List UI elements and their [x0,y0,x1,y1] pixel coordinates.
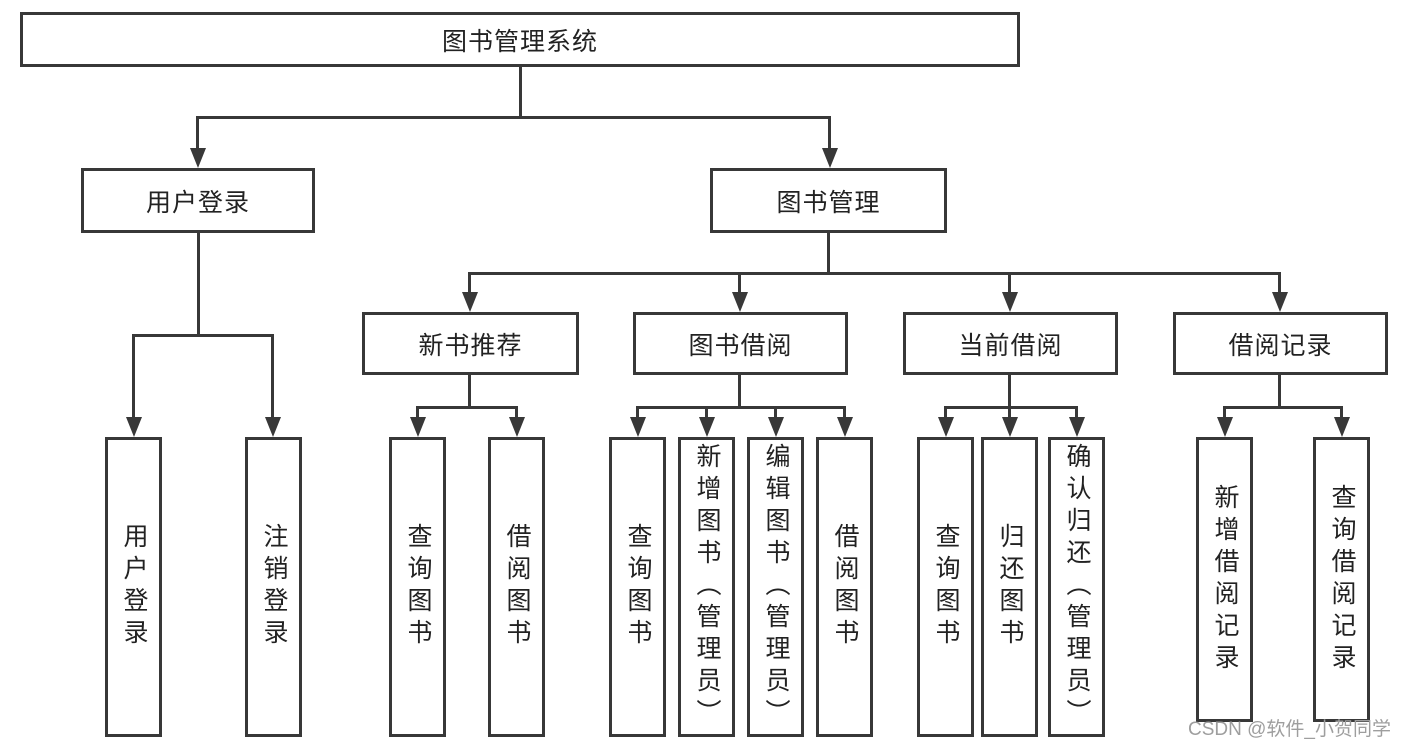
connector-new-book-rec-branch [416,406,518,409]
node-root-library-system: 图书管理系统 [20,12,1020,67]
node-book-borrow: 图书借阅 [633,312,848,375]
leaf-confirm-return-admin: 确认归还（管理员） [1048,437,1105,737]
arrow-to-leaf-add-record [1223,406,1226,417]
arrow-to-current-borrow [1008,272,1011,292]
leaf-logout-label: 注销登录 [260,523,288,651]
connector-user-login-stem [197,233,200,335]
leaf-borrow-books-1-label: 借阅图书 [503,523,531,651]
leaf-return-books-label: 归还图书 [996,523,1024,651]
arrow-to-user-login [196,116,199,148]
connector-new-book-rec-stem [468,375,471,407]
leaf-borrow-books-2: 借阅图书 [816,437,873,737]
node-user-login: 用户登录 [81,168,315,233]
leaf-edit-book-admin: 编辑图书（管理员） [747,437,804,737]
arrow-to-book-borrow [738,272,741,292]
leaf-query-books-2-label: 查询图书 [624,523,652,651]
connector-root-stem [519,67,522,117]
connector-root-branch [196,116,830,119]
connector-book-borrow-branch [636,406,846,409]
leaf-query-books-2: 查询图书 [609,437,666,737]
node-current-borrow: 当前借阅 [903,312,1118,375]
leaf-query-borrow-record-label: 查询借阅记录 [1328,483,1356,676]
arrow-to-leaf-query-record [1340,406,1343,417]
leaf-add-borrow-record: 新增借阅记录 [1196,437,1253,722]
arrow-to-leaf-query-books-2 [636,406,639,417]
arrow-to-leaf-query-books-3 [944,406,947,417]
arrow-to-book-mgmt [828,116,831,148]
csdn-watermark: CSDN @软件_小贺同学 [1188,719,1391,740]
arrow-to-leaf-query-books-1 [416,406,419,417]
node-book-mgmt-label: 图书管理 [776,188,881,217]
arrow-to-borrow-records [1278,272,1281,292]
leaf-logout: 注销登录 [245,437,302,737]
connector-borrow-records-stem [1278,375,1281,407]
arrow-to-leaf-user-login [132,334,135,417]
arrow-to-leaf-borrow-books-1 [515,406,518,417]
arrow-to-leaf-borrow-books-2 [843,406,846,417]
arrow-to-new-book-rec [468,272,471,292]
connector-book-mgmt-branch [468,272,1281,275]
arrow-to-leaf-add-book [705,406,708,417]
node-book-mgmt: 图书管理 [710,168,947,233]
arrow-to-leaf-return-books [1008,406,1011,417]
leaf-query-books-1: 查询图书 [389,437,446,737]
node-user-login-label: 用户登录 [145,188,250,217]
connector-current-borrow-stem [1008,375,1011,407]
node-book-borrow-label: 图书借阅 [688,331,793,360]
leaf-return-books: 归还图书 [981,437,1038,737]
connector-book-borrow-stem [738,375,741,407]
connector-user-login-branch [132,334,274,337]
node-current-borrow-label: 当前借阅 [958,331,1063,360]
leaf-query-books-1-label: 查询图书 [404,523,432,651]
leaf-edit-book-admin-label: 编辑图书（管理员） [762,443,790,731]
leaf-query-books-3: 查询图书 [917,437,974,737]
connector-borrow-records-branch [1223,406,1343,409]
leaf-query-books-3-label: 查询图书 [932,523,960,651]
leaf-user-login: 用户登录 [105,437,162,737]
connector-current-borrow-branch [944,406,1078,409]
leaf-borrow-books-1: 借阅图书 [488,437,545,737]
node-borrow-records: 借阅记录 [1173,312,1388,375]
arrow-to-leaf-logout [271,334,274,417]
leaf-user-login-label: 用户登录 [120,523,148,651]
node-root-label: 图书管理系统 [441,27,598,56]
node-new-book-rec: 新书推荐 [362,312,579,375]
node-borrow-records-label: 借阅记录 [1228,331,1333,360]
arrow-to-leaf-confirm-return [1075,406,1078,417]
arrow-to-leaf-edit-book [774,406,777,417]
leaf-query-borrow-record: 查询借阅记录 [1313,437,1370,722]
leaf-add-book-admin: 新增图书（管理员） [678,437,735,737]
leaf-borrow-books-2-label: 借阅图书 [831,523,859,651]
leaf-add-book-admin-label: 新增图书（管理员） [693,443,721,731]
node-new-book-rec-label: 新书推荐 [418,331,523,360]
leaf-confirm-return-admin-label: 确认归还（管理员） [1063,443,1091,731]
leaf-add-borrow-record-label: 新增借阅记录 [1211,483,1239,676]
connector-book-mgmt-stem [827,233,830,273]
